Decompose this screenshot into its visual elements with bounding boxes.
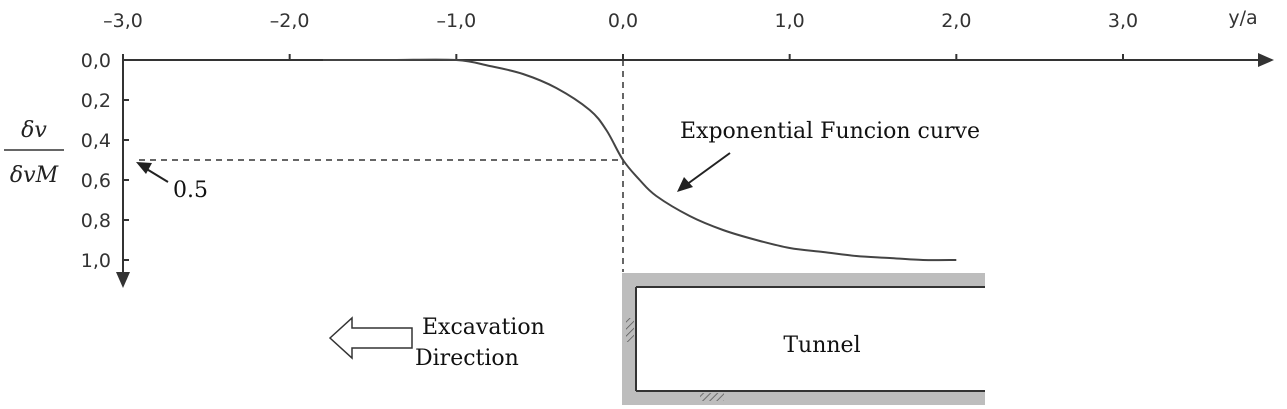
curve-label-arrow-shaft — [685, 152, 731, 186]
tunnel-label: Tunnel — [783, 333, 860, 358]
x-axis-label: y/a — [1228, 7, 1257, 29]
y-tick-label: 0,2 — [81, 90, 111, 112]
excavation-label-line1: Excavation — [422, 315, 545, 340]
y-axis-label-numerator: δv — [21, 118, 47, 143]
x-tick-label: –2,0 — [270, 10, 310, 32]
y-tick-marks — [123, 59, 129, 261]
tunnel-lining-bottom — [622, 391, 985, 405]
y-tick-label: 0,8 — [81, 210, 111, 232]
x-tick-label: –1,0 — [436, 10, 476, 32]
y-tick-label: 1,0 — [81, 250, 111, 272]
y-tick-label: 0,6 — [81, 170, 111, 192]
y-tick-label: 0,4 — [81, 130, 111, 152]
x-tick-marks — [122, 54, 1124, 60]
y-axis-label-denominator: δvM — [10, 163, 59, 188]
half-value-arrow-shaft — [144, 167, 169, 183]
y-axis-arrowhead — [116, 272, 130, 288]
curve-label-arrowhead — [677, 177, 693, 192]
tunnel-diagram: Tunnel — [622, 273, 985, 405]
tunnel-lining-top — [622, 273, 985, 287]
rock-hatch-face — [626, 318, 634, 342]
excavation-label-line2: Direction — [415, 346, 519, 371]
x-tick-label: 1,0 — [775, 10, 805, 32]
x-tick-label: –3,0 — [103, 10, 143, 32]
series-line — [323, 58, 957, 262]
x-tick-label: 2,0 — [941, 10, 971, 32]
half-value-label: 0.5 — [173, 178, 208, 203]
x-axis-arrowhead — [1258, 53, 1274, 67]
rock-hatch-floor — [700, 393, 724, 401]
x-tick-label: 0,0 — [608, 10, 638, 32]
excavation-direction-arrow — [328, 316, 413, 360]
half-value-arrowhead — [136, 162, 152, 174]
curve-label: Exponential Funcion curve — [680, 119, 980, 144]
y-tick-label: 0,0 — [81, 50, 111, 72]
x-tick-label: 3,0 — [1108, 10, 1138, 32]
